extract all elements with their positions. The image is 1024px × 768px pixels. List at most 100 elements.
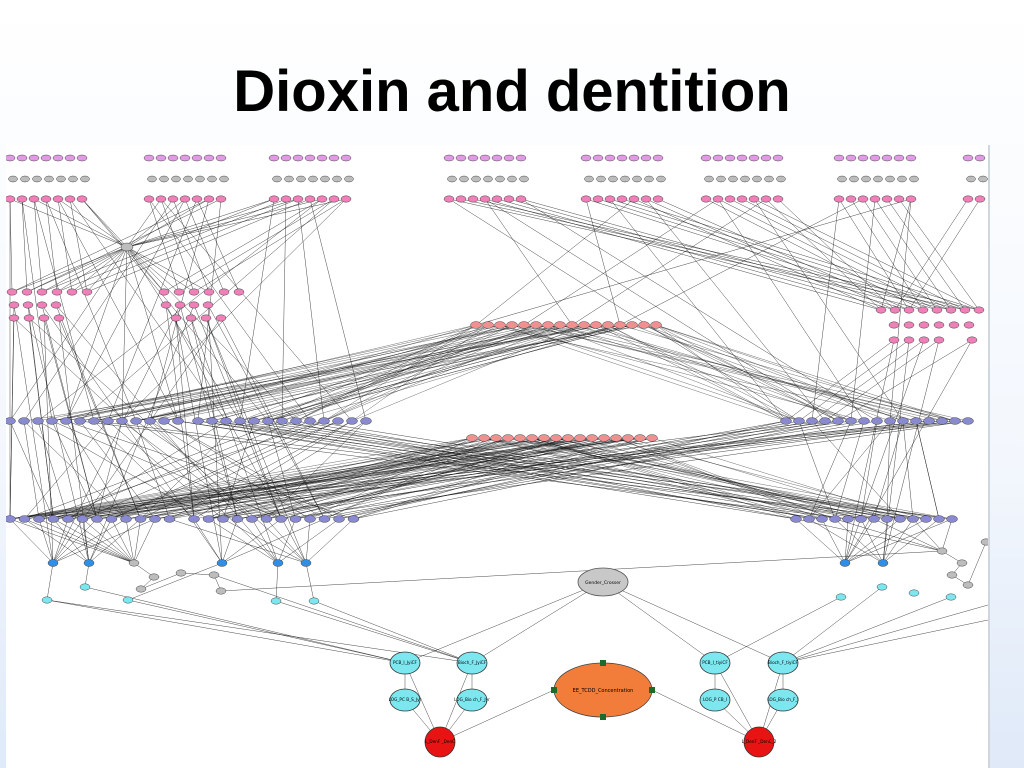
pink-node[interactable] xyxy=(22,301,34,309)
pink-node[interactable] xyxy=(23,314,35,322)
salmon-node[interactable] xyxy=(638,321,650,329)
purple-node[interactable] xyxy=(18,417,30,425)
pink-node[interactable] xyxy=(174,301,186,309)
pink-node[interactable] xyxy=(881,195,893,203)
gray-node[interactable] xyxy=(447,175,457,183)
salmon-node[interactable] xyxy=(550,434,562,442)
pink-node[interactable] xyxy=(580,195,592,203)
mid-node-3[interactable]: PCB_I_tiyiCF xyxy=(699,651,731,675)
purple-node[interactable] xyxy=(120,515,132,523)
gray-node[interactable] xyxy=(175,569,187,577)
purple-node[interactable] xyxy=(347,515,360,523)
top-pink-node[interactable] xyxy=(443,154,455,162)
top-pink-node[interactable] xyxy=(700,154,712,162)
pink-node[interactable] xyxy=(188,288,200,296)
purple-node[interactable] xyxy=(158,417,170,425)
purple-node[interactable] xyxy=(206,417,218,425)
gray-node[interactable] xyxy=(183,175,193,183)
pink-node[interactable] xyxy=(215,314,227,322)
pink-node[interactable] xyxy=(304,195,316,203)
pink-node[interactable] xyxy=(6,288,18,296)
top-pink-node[interactable] xyxy=(64,154,76,162)
pink-node[interactable] xyxy=(963,321,975,329)
pink-node[interactable] xyxy=(202,301,214,309)
top-pink-node[interactable] xyxy=(292,154,304,162)
purple-node[interactable] xyxy=(32,417,44,425)
gray-node[interactable] xyxy=(171,175,181,183)
salmon-node[interactable] xyxy=(554,321,566,329)
gray-node[interactable] xyxy=(207,175,217,183)
pink-node[interactable] xyxy=(974,195,986,203)
pink-node[interactable] xyxy=(280,195,292,203)
gray-node[interactable] xyxy=(632,175,642,183)
purple-node[interactable] xyxy=(234,417,246,425)
gray-node[interactable] xyxy=(596,175,606,183)
pink-node[interactable] xyxy=(292,195,304,203)
salmon-node[interactable] xyxy=(650,321,662,329)
pink-node[interactable] xyxy=(50,301,62,309)
gender-crosser-node[interactable]: Gender_Crosser xyxy=(577,567,629,597)
purple-node[interactable] xyxy=(304,417,316,425)
pink-node[interactable] xyxy=(772,195,784,203)
gray-node[interactable] xyxy=(135,585,147,593)
purple-node[interactable] xyxy=(202,515,215,523)
pink-node[interactable] xyxy=(833,195,845,203)
pink-node[interactable] xyxy=(170,314,182,322)
top-pink-node[interactable] xyxy=(592,154,604,162)
pink-node[interactable] xyxy=(155,195,167,203)
pink-node[interactable] xyxy=(200,314,212,322)
top-pink-node[interactable] xyxy=(974,154,986,162)
pink-node[interactable] xyxy=(918,336,930,344)
gray-node[interactable] xyxy=(320,175,330,183)
gray-node[interactable] xyxy=(704,175,714,183)
pink-node[interactable] xyxy=(917,306,929,314)
top-pink-node[interactable] xyxy=(616,154,628,162)
pink-node[interactable] xyxy=(81,288,93,296)
pink-node[interactable] xyxy=(51,288,63,296)
blue-node[interactable] xyxy=(300,559,312,567)
salmon-node[interactable] xyxy=(526,434,538,442)
purple-node[interactable] xyxy=(318,417,330,425)
top-pink-node[interactable] xyxy=(52,154,64,162)
gray-node[interactable] xyxy=(885,175,895,183)
gray-node[interactable] xyxy=(656,175,666,183)
gray-node[interactable] xyxy=(148,573,160,581)
purple-node[interactable] xyxy=(144,417,156,425)
gray-node[interactable] xyxy=(147,175,157,183)
salmon-node[interactable] xyxy=(574,434,586,442)
top-pink-node[interactable] xyxy=(316,154,328,162)
purple-node[interactable] xyxy=(842,515,854,523)
pink-node[interactable] xyxy=(724,195,736,203)
purple-node[interactable] xyxy=(816,515,828,523)
purple-node[interactable] xyxy=(62,515,74,523)
pink-node[interactable] xyxy=(40,195,52,203)
purple-node[interactable] xyxy=(923,417,935,425)
salmon-node[interactable] xyxy=(466,434,478,442)
top-pink-node[interactable] xyxy=(652,154,664,162)
gray-node[interactable] xyxy=(483,175,493,183)
purple-node[interactable] xyxy=(304,515,316,523)
salmon-node[interactable] xyxy=(586,434,598,442)
purple-node[interactable] xyxy=(231,515,244,523)
salmon-node[interactable] xyxy=(646,434,658,442)
purple-node[interactable] xyxy=(60,417,72,425)
pink-node[interactable] xyxy=(845,195,857,203)
purple-node[interactable] xyxy=(803,515,815,523)
mid-node-4[interactable]: Bioch_F_tiyiCF xyxy=(767,651,799,675)
purple-node[interactable] xyxy=(262,417,274,425)
top-pink-node[interactable] xyxy=(191,154,203,162)
handle-bottom[interactable] xyxy=(600,714,606,720)
salmon-node[interactable] xyxy=(490,434,502,442)
purple-node[interactable] xyxy=(18,515,31,523)
gray-node[interactable] xyxy=(332,175,342,183)
purple-node[interactable] xyxy=(832,417,844,425)
pink-node[interactable] xyxy=(869,195,881,203)
pink-node[interactable] xyxy=(857,195,869,203)
pink-node[interactable] xyxy=(503,195,515,203)
gray-node[interactable] xyxy=(56,175,66,183)
salmon-node[interactable] xyxy=(622,434,634,442)
purple-node[interactable] xyxy=(884,417,896,425)
top-pink-node[interactable] xyxy=(845,154,857,162)
pink-node[interactable] xyxy=(185,314,197,322)
top-pink-node[interactable] xyxy=(772,154,784,162)
